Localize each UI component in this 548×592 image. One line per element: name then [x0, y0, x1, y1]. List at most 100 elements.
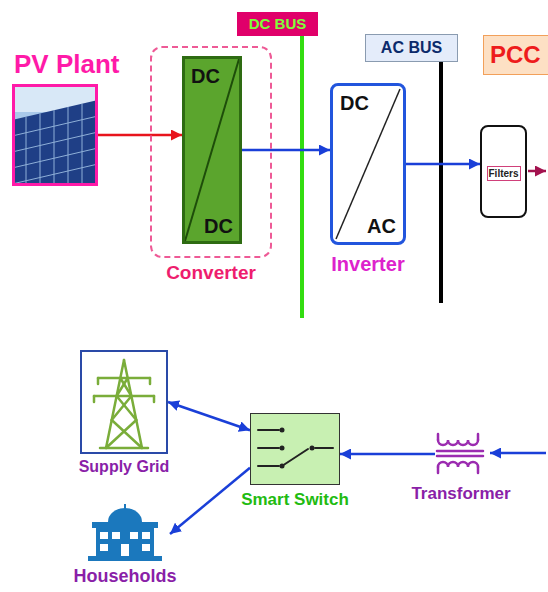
households-label: Households [73, 567, 176, 587]
transformer: Transformer [400, 425, 522, 510]
pylon-icon-part [117, 396, 137, 420]
output-label: DC [204, 215, 233, 237]
smart-switch: Smart Switch [235, 413, 355, 513]
output-label: AC [367, 215, 396, 237]
pv-plant-outline [12, 84, 98, 186]
pylon-icon-part [149, 378, 152, 384]
bus-label: DC BUS [249, 16, 307, 33]
building-icon [88, 504, 162, 561]
grid-label: Supply Grid [79, 458, 170, 476]
solar-panel-picture-part-part [82, 104, 83, 186]
building-icon-part-part [100, 532, 108, 539]
output-label-holder: AC [367, 215, 396, 237]
switch-symbol-part-part [310, 446, 315, 451]
switch-symbol-part-part [258, 447, 279, 449]
filter-label: Filters [486, 166, 520, 181]
pylon-icon-part [97, 378, 100, 384]
transformer-label: Transformer [411, 485, 510, 504]
connector-arrow [170, 468, 250, 534]
pcc-label-holder: PCC [490, 42, 541, 68]
bus-label-holder: AC BUS [381, 39, 442, 57]
solar-panel-picture-part-part [12, 164, 98, 184]
pylon-icon-part [153, 396, 156, 402]
ac-bus-tag: AC BUS [365, 34, 458, 62]
dc-dc-converter: DC DC [182, 56, 242, 244]
plant-title-holder: PV Plant [14, 50, 119, 79]
inverter-label-holder: Inverter [331, 253, 404, 275]
pv-plant: PV Plant [12, 50, 162, 192]
connector-arrow [168, 402, 250, 430]
output-arrow-part [528, 170, 546, 173]
solar-panel-picture-part-part [12, 116, 98, 136]
pylon-icon-part [93, 396, 96, 402]
pylon-icon-part [106, 420, 136, 448]
transformer-label-holder: Transformer [411, 485, 510, 504]
switch-symbol-part [250, 413, 340, 485]
bus-bars-part [300, 36, 304, 318]
solar-panel-picture-part-part [26, 117, 27, 186]
households: Households [55, 505, 195, 590]
solar-panel-picture-part-part [12, 148, 98, 168]
building-icon-part [88, 556, 162, 561]
connector-arrow [340, 453, 435, 456]
filter-label-holder: Filters [486, 163, 520, 181]
input-label-holder: DC [191, 65, 220, 87]
inverter-slash-part [336, 89, 400, 239]
switch-symbol-part-part [282, 449, 308, 466]
switch-symbol [250, 413, 340, 485]
switch-symbol-part-part [280, 428, 285, 433]
inverter-slash [336, 89, 400, 239]
connector-arrow [242, 149, 330, 152]
supply-grid: Supply Grid [60, 350, 190, 480]
transformer-coils-part [477, 467, 480, 473]
households-label-holder: Households [73, 567, 176, 587]
transformer-outline [435, 430, 487, 478]
building-icon-part-part [100, 544, 108, 551]
solar-panel-picture-part-part [68, 107, 69, 186]
filter-box: Filters [480, 125, 527, 218]
bus-label-holder: DC BUS [249, 15, 307, 33]
pylon-icon-part [117, 378, 128, 396]
switch-symbol-part [258, 430, 333, 466]
transformer-coils-part [437, 450, 483, 453]
transformer-coils-part [437, 467, 440, 473]
switch-symbol-part-part [315, 447, 333, 449]
bus-bars-part [439, 62, 443, 303]
supply-grid-outline [80, 350, 168, 454]
input-label-holder: DC [340, 92, 369, 114]
building-icon-part [108, 508, 142, 522]
switch-label-holder: Smart Switch [241, 491, 349, 510]
inverter: DC AC Inverter [326, 83, 422, 283]
connector-arrow [98, 134, 182, 137]
solar-panel-picture-part [12, 84, 98, 186]
building-icon-part-part [130, 532, 138, 539]
input-label: DC [340, 92, 369, 114]
pylon-icon [94, 360, 154, 448]
transformer-coils-part [437, 434, 440, 440]
converter-label: Converter [166, 263, 256, 284]
pylon-icon-part [112, 396, 132, 420]
converter-body-part [182, 56, 242, 244]
building-icon-part [92, 522, 158, 528]
building-icon-part [96, 528, 154, 556]
transformer-coils-part [438, 462, 478, 467]
input-label: DC [191, 65, 220, 87]
transformer-coils [437, 434, 483, 473]
building-icon-part [100, 532, 150, 556]
plant-title: PV Plant [14, 50, 119, 79]
households-outline [80, 505, 170, 563]
solar-panel-picture-part-part [40, 114, 41, 187]
switch-label: Smart Switch [241, 491, 349, 510]
smart-switch-outline [250, 413, 340, 485]
pylon-icon-part [100, 447, 148, 450]
pylon-icon-part [94, 395, 154, 398]
pcc-tag: PCC [483, 35, 548, 75]
solar-panel-picture-part [12, 100, 98, 186]
converter-label-holder: Converter [166, 263, 256, 284]
transformer-coils-part [438, 440, 478, 445]
pcc-label: PCC [490, 42, 541, 68]
switch-symbol-part-part [258, 465, 279, 467]
solar-panel-picture [12, 84, 98, 186]
solar-panel-picture-part [12, 104, 98, 186]
